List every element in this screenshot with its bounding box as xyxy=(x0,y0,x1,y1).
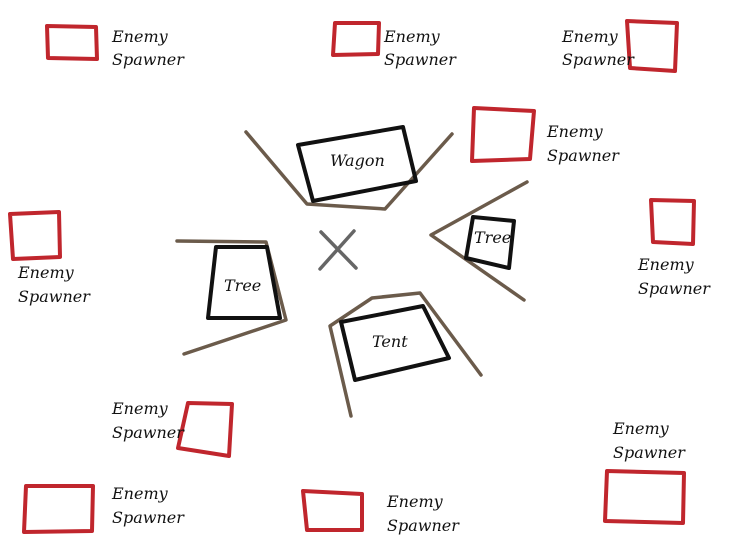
enemy-spawner-n: Enemy Spawner xyxy=(331,21,457,69)
barrier-tree-right xyxy=(429,180,529,302)
spawner-label-line1: Enemy xyxy=(383,27,441,46)
wagon: Wagon xyxy=(296,125,418,203)
tree-right-box xyxy=(464,215,516,270)
barrier-line xyxy=(328,291,483,418)
spawner-box xyxy=(603,469,686,525)
barrier-line xyxy=(244,130,454,211)
enemy-spawner-w: Enemy Spawner xyxy=(8,210,91,306)
enemy-spawner-ene: Enemy Spawner xyxy=(470,106,620,165)
tree-left: Tree xyxy=(206,245,282,320)
tent-label: Tent xyxy=(372,332,408,351)
enemy-spawner-sw-mid: Enemy Spawner xyxy=(111,399,234,458)
center-x-marker xyxy=(318,229,358,271)
barrier-tent xyxy=(328,291,483,418)
spawner-box xyxy=(22,484,95,534)
spawner-label-line1: Enemy xyxy=(561,27,619,46)
spawner-label-line1: Enemy xyxy=(111,399,169,418)
spawner-label-line2: Spawner xyxy=(638,279,711,298)
barrier-wagon xyxy=(244,130,454,211)
tree-left-label: Tree xyxy=(224,276,261,295)
enemy-spawner-ne: Enemy Spawner xyxy=(561,19,679,73)
spawner-box xyxy=(176,401,234,458)
spawner-label-line1: Enemy xyxy=(546,122,604,141)
spawner-box xyxy=(331,21,381,57)
spawner-label-line1: Enemy xyxy=(612,419,670,438)
spawner-box xyxy=(470,106,536,163)
wagon-box xyxy=(296,125,418,203)
spawner-box xyxy=(649,198,696,246)
spawner-label-line2: Spawner xyxy=(18,287,91,306)
spawner-label-line2: Spawner xyxy=(112,423,185,442)
spawner-box xyxy=(45,24,99,61)
spawner-label-line2: Spawner xyxy=(384,50,457,69)
spawner-label-line1: Enemy xyxy=(17,263,75,282)
spawner-label-line1: Enemy xyxy=(386,492,444,511)
spawner-label-line1: Enemy xyxy=(111,484,169,503)
spawner-label-line2: Spawner xyxy=(562,50,635,69)
enemy-spawner-s: Enemy Spawner xyxy=(301,489,460,535)
wagon-label: Wagon xyxy=(330,151,385,170)
spawner-label-line2: Spawner xyxy=(112,50,185,69)
spawner-label-line2: Spawner xyxy=(387,516,460,535)
tent: Tent xyxy=(339,304,451,382)
enemy-spawner-nw: Enemy Spawner xyxy=(45,24,185,69)
enemy-spawner-sw: Enemy Spawner xyxy=(22,484,185,534)
tree-right-label: Tree xyxy=(474,228,511,247)
enemy-spawner-e: Enemy Spawner xyxy=(637,198,711,298)
tent-box xyxy=(339,304,451,382)
enemy-spawner-se: Enemy Spawner xyxy=(603,419,686,525)
spawner-box xyxy=(8,210,62,261)
spawner-label-line2: Spawner xyxy=(613,443,686,462)
barrier-line xyxy=(429,180,529,302)
spawner-label-line1: Enemy xyxy=(111,27,169,46)
spawner-label-line2: Spawner xyxy=(112,508,185,527)
spawner-box xyxy=(301,489,364,532)
tree-right: Tree xyxy=(464,215,516,270)
tree-left-box xyxy=(206,245,282,320)
spawner-label-line1: Enemy xyxy=(637,255,695,274)
spawner-box xyxy=(625,19,679,73)
x-stroke-2 xyxy=(318,229,356,271)
barrier-tree-left xyxy=(175,239,288,356)
barrier-line xyxy=(175,239,288,356)
spawner-label-line2: Spawner xyxy=(547,146,620,165)
